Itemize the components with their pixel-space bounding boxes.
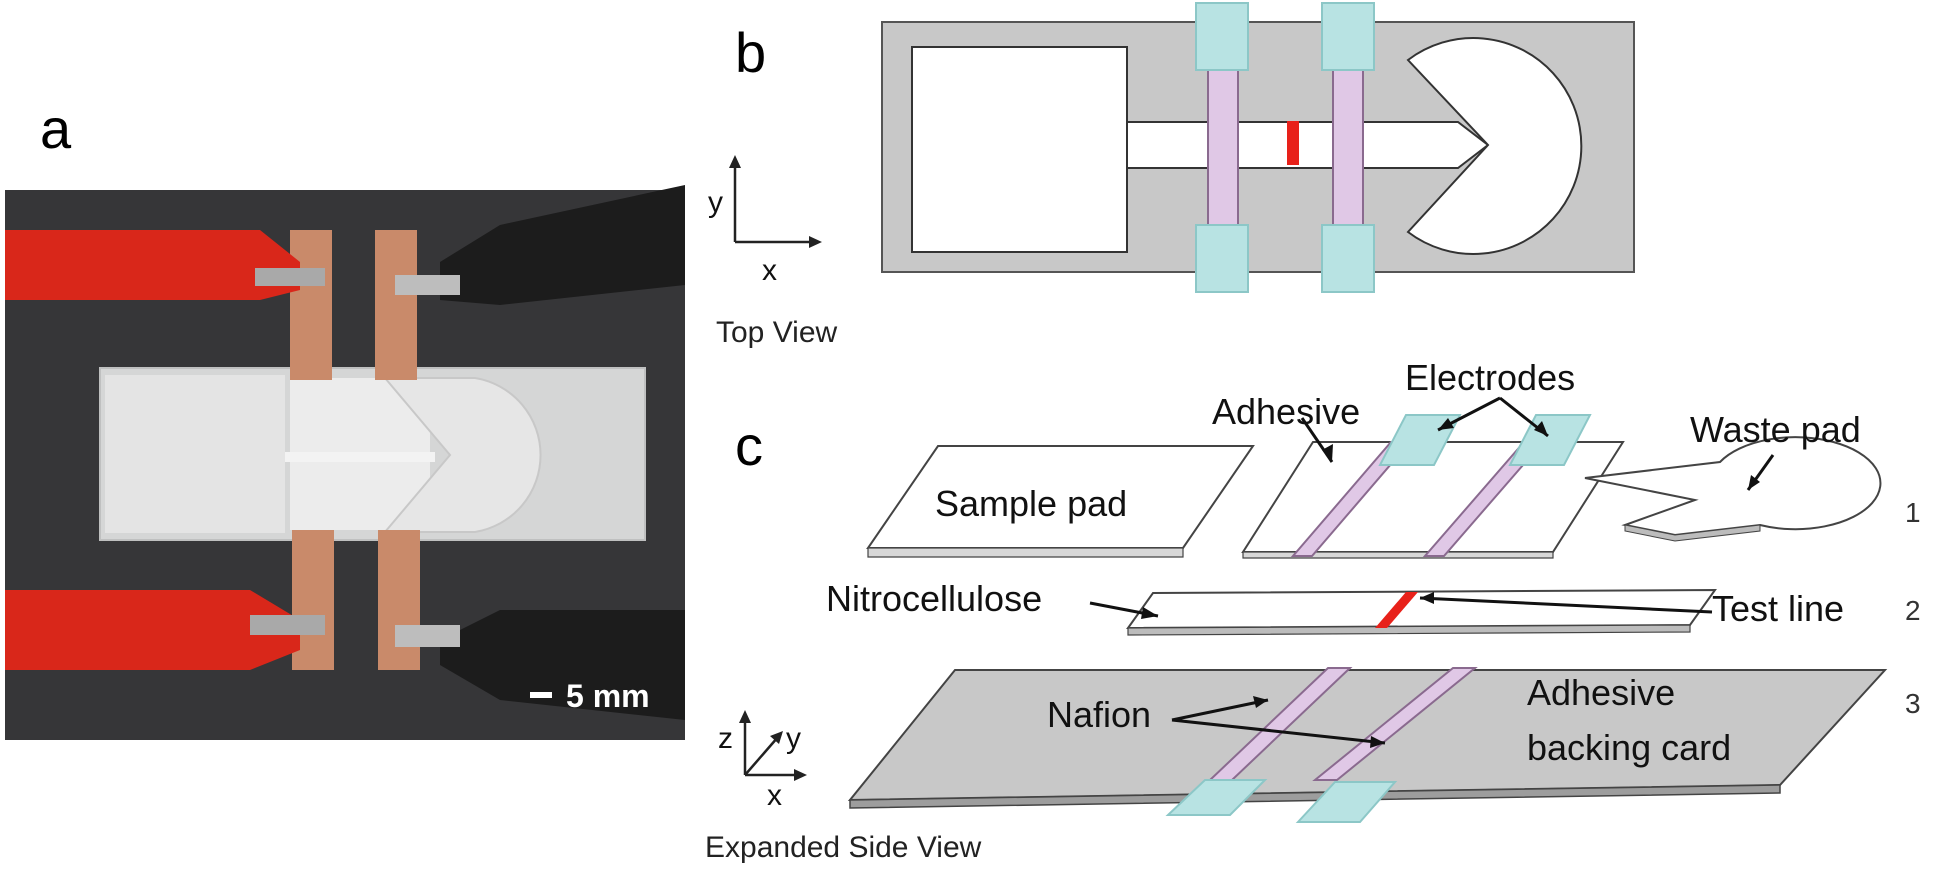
panel-c: c Electrodes Adhesive Waste pad Sample p…	[705, 357, 1921, 864]
side-axis-x-label: x	[767, 779, 782, 812]
side-axis-z-label: z	[718, 722, 733, 755]
scale-bar-label: 5 mm	[566, 678, 650, 714]
copper-tape-top-left	[290, 230, 332, 380]
label-adhesive: Adhesive	[1212, 391, 1360, 432]
waste-pad-edge	[1624, 524, 1761, 542]
panel-b-letter: b	[735, 21, 766, 84]
side-view-axes: z y x	[718, 710, 807, 812]
top-view-axes: y x	[708, 155, 822, 287]
sample-pad-edge	[867, 547, 1184, 558]
panel-c-letter: c	[735, 414, 763, 477]
top-view-nafion-left	[1207, 69, 1239, 246]
side-axis-z-arrow	[739, 710, 751, 723]
top-view-nafion-right	[1332, 69, 1364, 246]
arrowhead-adhesive	[1322, 444, 1333, 462]
label-test-line: Test line	[1712, 588, 1844, 629]
panel-b: b y x Top View	[708, 2, 1635, 349]
test-line	[1375, 592, 1418, 628]
adhesive-edge	[1242, 551, 1554, 559]
side-axis-y-label: y	[786, 722, 801, 755]
clip-black-bottom	[440, 610, 685, 720]
panel-a: a	[5, 97, 685, 740]
clip-red-bottom	[5, 590, 300, 670]
arrowhead-nafion-right	[1370, 736, 1385, 748]
top-view-waste-pad	[1406, 37, 1583, 255]
waste-pad	[1584, 436, 1882, 537]
copper-tape-bottom-right	[378, 530, 420, 670]
label-backing-line2: backing card	[1527, 727, 1731, 768]
arrow-nafion-right	[1171, 718, 1386, 745]
arrowhead-electrodes-right	[1534, 421, 1548, 436]
clip-black-top-jaw	[395, 275, 460, 295]
arrowhead-electrodes-left	[1438, 418, 1454, 430]
backing-electrode-right	[1295, 781, 1398, 823]
top-view-electrode-right-top	[1321, 2, 1375, 71]
backing-electrode-left	[1165, 779, 1268, 816]
top-view-label: Top View	[716, 316, 838, 349]
arrowhead-test-line	[1420, 592, 1434, 604]
label-nitrocellulose: Nitrocellulose	[826, 578, 1042, 619]
layer-number-1: 1	[1905, 497, 1921, 528]
top-axis-y-label: y	[708, 186, 723, 219]
clip-red-bottom-jaw	[250, 615, 325, 635]
top-view-test-line	[1287, 121, 1299, 165]
backing-card-edge	[849, 784, 1781, 809]
side-axis-y-arrow	[770, 731, 783, 744]
device-photo: 5 mm	[5, 185, 685, 740]
arrowhead-nafion-left	[1253, 696, 1268, 708]
scale-bar	[530, 692, 552, 698]
top-view-electrode-left-bottom	[1195, 224, 1249, 293]
clip-red-top-jaw	[255, 268, 325, 286]
side-view-label: Expanded Side View	[705, 831, 982, 864]
top-axis-x-label: x	[762, 254, 777, 287]
copper-tape-top-right	[375, 230, 417, 380]
layer-number-2: 2	[1905, 595, 1921, 626]
arrowhead-waste-pad	[1748, 475, 1760, 490]
label-backing-line1: Adhesive	[1527, 672, 1675, 713]
photo-channel	[285, 452, 435, 462]
annotation-arrowheads	[1141, 418, 1760, 748]
label-waste-pad: Waste pad	[1690, 409, 1861, 450]
arrow-nafion-left	[1171, 698, 1269, 722]
top-view-electrode-right-bottom	[1321, 224, 1375, 293]
arrowhead-nitrocellulose	[1141, 607, 1158, 619]
clip-black-bottom-jaw	[395, 625, 460, 647]
top-axis-x-arrow	[809, 236, 822, 248]
side-axis-x-arrow	[794, 769, 807, 781]
top-view-sample-pad	[911, 46, 1128, 253]
nafion-strip-right	[1312, 667, 1478, 781]
top-view-electrode-left-top	[1195, 2, 1249, 71]
side-axis-y-line	[744, 736, 779, 776]
top-view-nitrocellulose	[1126, 121, 1490, 169]
label-electrodes: Electrodes	[1405, 357, 1575, 398]
clip-red-top	[5, 230, 300, 300]
panel-a-letter: a	[40, 97, 72, 160]
photo-waste-pad	[382, 377, 542, 533]
clip-black-top	[440, 185, 685, 305]
photo-sample-pad	[105, 375, 285, 533]
label-sample-pad: Sample pad	[935, 483, 1127, 524]
arrow-test-line	[1419, 596, 1713, 614]
adhesive-electrode-right	[1508, 414, 1592, 466]
layer-number-3: 3	[1905, 688, 1921, 719]
label-nafion: Nafion	[1047, 694, 1151, 735]
nitrocellulose-edge	[1127, 624, 1691, 636]
top-axis-y-arrow	[729, 155, 741, 168]
